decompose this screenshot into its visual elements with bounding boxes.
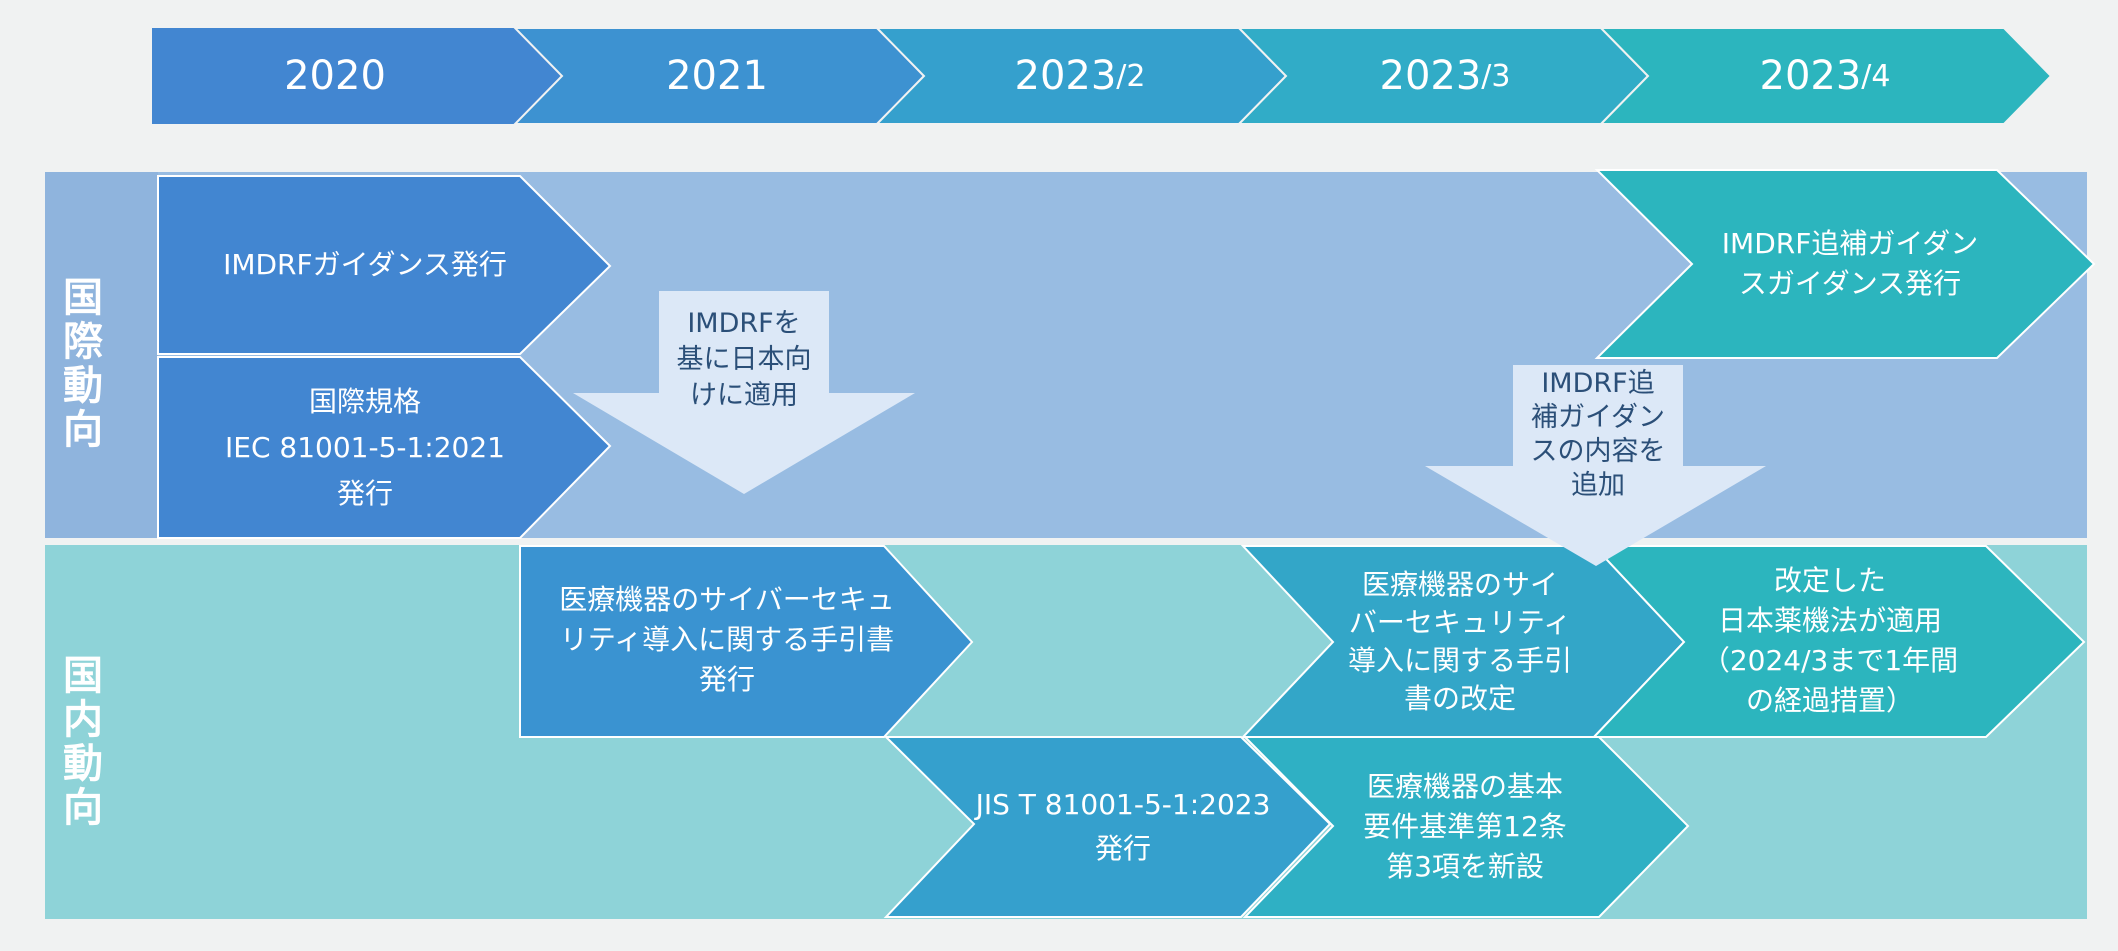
period-chevron-2023-4 <box>1598 27 2053 125</box>
pmd-act-applied-box <box>1591 545 2086 738</box>
section-label-domestic: 国 内 動 向 <box>63 653 103 831</box>
period-chevron-2020 <box>152 28 562 124</box>
imdrf-guidance-box <box>157 175 612 355</box>
iec-standard-box <box>157 356 612 539</box>
guide-issued-box <box>519 545 974 738</box>
period-chevron-2021 <box>512 27 926 125</box>
imdrf-supplement-box <box>1594 169 2096 359</box>
apply-to-japan-arrow <box>573 291 915 494</box>
jis-standard-box <box>883 736 1332 918</box>
international-label-bg <box>45 172 158 538</box>
period-chevron-2023-2 <box>874 27 1288 125</box>
period-chevron-2023-3 <box>1236 27 1650 125</box>
add-supplement-arrow <box>1425 365 1766 566</box>
section-label-international: 国 際 動 向 <box>63 275 103 453</box>
